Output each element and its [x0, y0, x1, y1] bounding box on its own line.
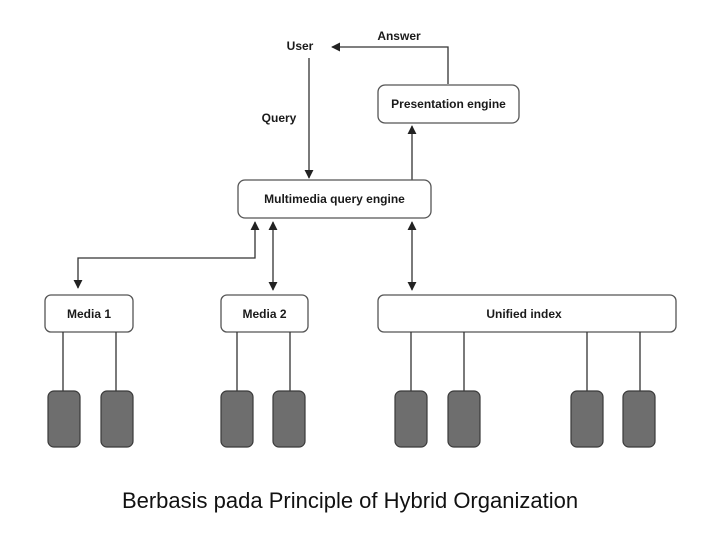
query-label: Query	[262, 111, 297, 125]
index-storage-2	[447, 390, 481, 448]
hybrid-organization-diagram: User Answer Query Presentation engine Mu…	[44, 29, 677, 448]
presentation-engine-box: Presentation engine	[377, 84, 520, 124]
media1-label: Media 1	[67, 307, 111, 321]
query-engine-box: Multimedia query engine	[237, 179, 432, 219]
unified-index-box: Unified index	[377, 294, 677, 333]
media2-label: Media 2	[242, 307, 286, 321]
media2-storage-1	[220, 390, 254, 448]
storage-connectors	[62, 332, 641, 392]
presentation-engine-label: Presentation engine	[391, 97, 506, 111]
media2-storage-2	[272, 390, 306, 448]
media2-box: Media 2	[220, 294, 309, 333]
query-engine-media1-arrow	[73, 221, 260, 289]
media1-storage-2	[100, 390, 134, 448]
query-engine-label: Multimedia query engine	[264, 192, 405, 206]
unified-index-label: Unified index	[486, 307, 562, 321]
index-storage-1	[394, 390, 428, 448]
index-storage-4	[622, 390, 656, 448]
figure-caption: Berbasis pada Principle of Hybrid Organi…	[121, 488, 579, 513]
index-storage-3	[570, 390, 604, 448]
answer-label: Answer	[377, 29, 421, 43]
answer-arrow	[331, 42, 449, 84]
media1-storage-1	[47, 390, 81, 448]
media1-box: Media 1	[44, 294, 134, 333]
user-label: User	[287, 39, 314, 53]
